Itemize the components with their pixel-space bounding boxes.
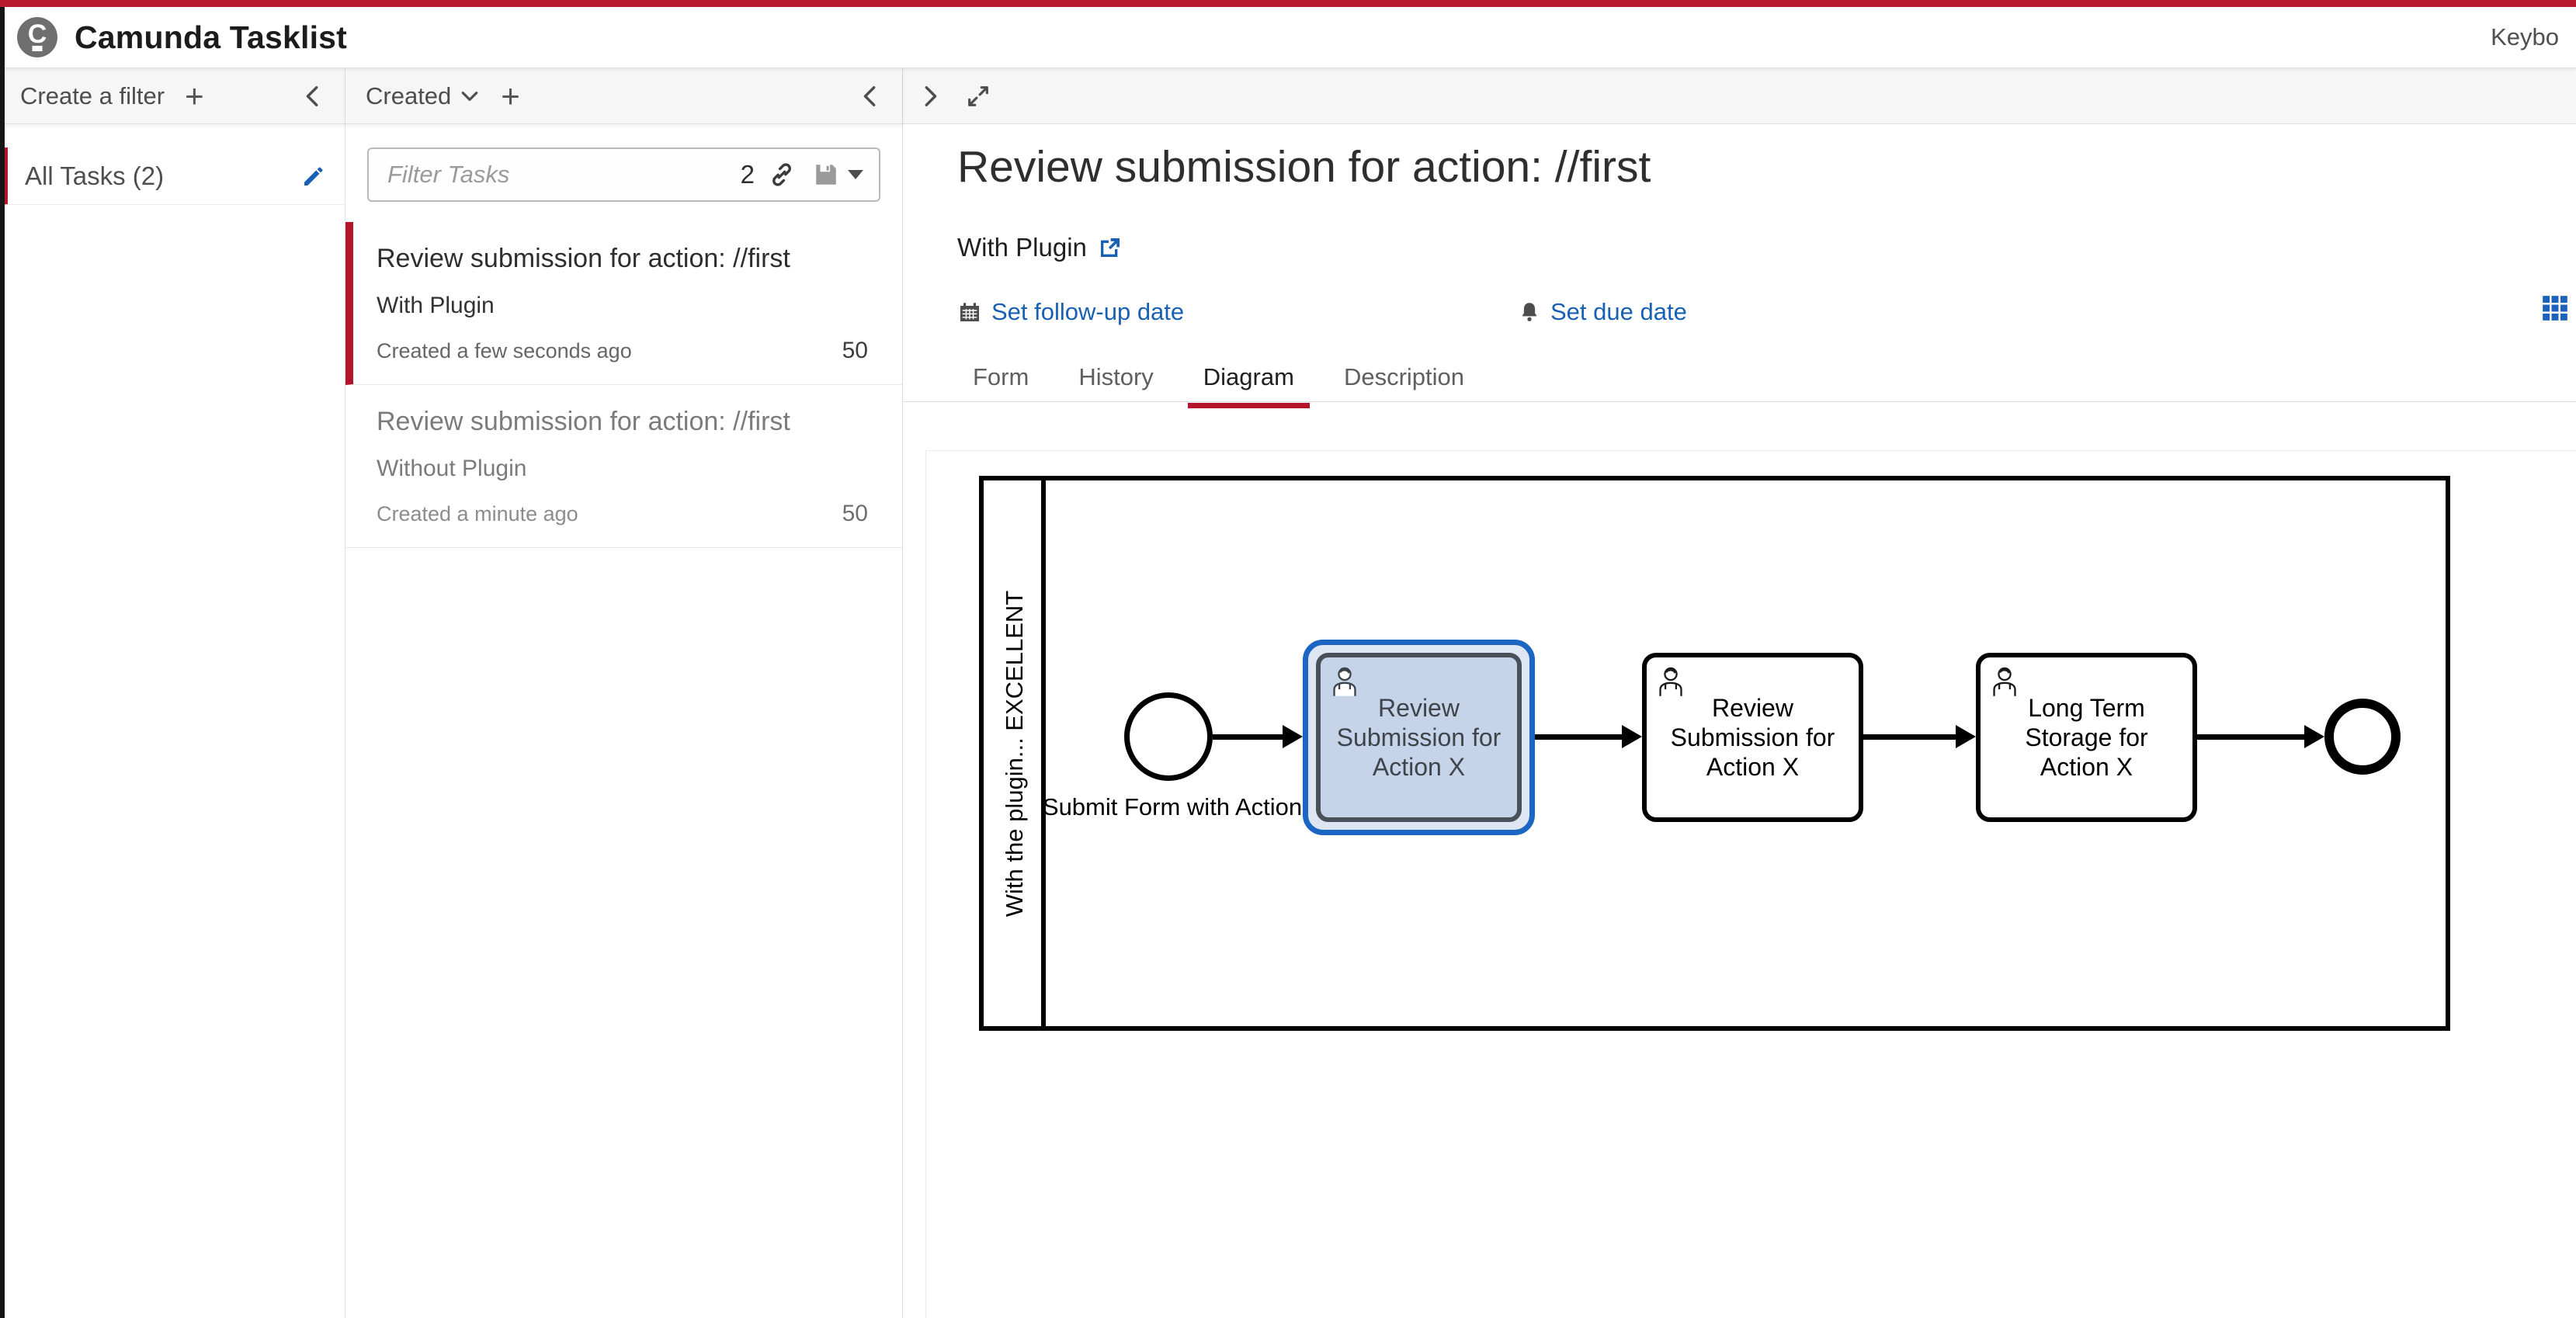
sequence-flow-arrowhead — [2304, 725, 2324, 748]
fullscreen-expand-icon[interactable] — [965, 83, 991, 109]
task-list-item[interactable]: Review submission for action: //first Wi… — [345, 222, 902, 385]
sort-by-created-label[interactable]: Created — [366, 82, 452, 109]
bpmn-pool-label-lane — [984, 480, 1046, 1026]
open-process-external-link-icon[interactable] — [1098, 235, 1123, 260]
detail-tabs: Form History Diagram Description — [957, 363, 1480, 408]
task-filter-row: 2 — [345, 124, 902, 222]
task-priority: 50 — [842, 501, 868, 526]
bpmn-end-event[interactable] — [2324, 699, 2401, 775]
keyboard-shortcuts-link[interactable]: Keybo — [2491, 23, 2559, 50]
bpmn-task-label: Review Submission for Action X — [1336, 694, 1502, 781]
screen-left-edge — [0, 7, 5, 1318]
filter-item-all-tasks[interactable]: All Tasks (2) — [0, 147, 345, 205]
sequence-flow-arrowhead — [1622, 725, 1642, 748]
set-follow-up-date-link[interactable]: Set follow-up date — [957, 298, 1184, 326]
set-due-date-label: Set due date — [1550, 298, 1687, 325]
set-due-date-link[interactable]: Set due date — [1518, 298, 1687, 326]
camunda-logo-dot — [32, 46, 43, 51]
collapse-tasklist-chevron-left-icon[interactable] — [859, 85, 882, 108]
save-filter-icon[interactable] — [812, 161, 840, 189]
create-filter-label[interactable]: Create a filter — [20, 82, 165, 109]
camunda-logo-letter: C — [27, 19, 47, 49]
bpmn-pool-label: With the plugin... EXCELLENT — [1001, 590, 1028, 917]
brand-top-bar — [0, 0, 2576, 7]
copy-link-icon[interactable] — [769, 161, 795, 188]
task-priority: 50 — [842, 338, 868, 363]
task-detail-title: Review submission for action: //first — [957, 142, 1651, 192]
sequence-flow-arrowhead — [1283, 725, 1303, 748]
create-filter-plus-button[interactable]: + — [185, 77, 204, 114]
filters-panel-header: Create a filter + — [0, 68, 345, 124]
filter-tasks-input[interactable] — [387, 161, 736, 189]
filters-panel: Create a filter + All Tasks (2) — [0, 68, 345, 1318]
task-meta-row: Created a few seconds ago 50 — [377, 338, 868, 364]
tab-form[interactable]: Form — [973, 363, 1029, 390]
edit-filter-pencil-icon[interactable] — [301, 164, 326, 189]
bpmn-task-label: Review Submission for Action X — [1670, 694, 1835, 781]
task-count: 2 — [740, 160, 755, 189]
sequence-flow-line — [2197, 734, 2304, 740]
task-created-time: Created a minute ago — [377, 502, 578, 525]
collapse-filters-chevron-left-icon[interactable] — [301, 85, 325, 108]
set-follow-up-date-label: Set follow-up date — [991, 298, 1185, 325]
tasks-panel: Created + 2 — [345, 68, 902, 1318]
task-process-name: Without Plugin — [377, 456, 527, 481]
process-definition-row: With Plugin — [957, 233, 1123, 262]
task-process-name: With Plugin — [377, 293, 495, 318]
bell-icon — [1518, 300, 1541, 324]
user-task-icon — [1987, 664, 2022, 699]
bpmn-task-label: Long Term Storage for Action X — [2025, 694, 2148, 781]
tabs-divider — [903, 401, 2576, 402]
calendar-icon — [957, 300, 982, 324]
bpmn-user-task-highlighted[interactable]: Review Submission for Action X — [1303, 640, 1535, 835]
task-meta-row: Created a minute ago 50 — [377, 501, 868, 527]
bpmn-user-task[interactable]: Review Submission for Action X — [1642, 653, 1863, 822]
sort-direction-chevron-down-icon[interactable] — [459, 85, 481, 107]
sequence-flow-line — [1213, 734, 1284, 740]
process-definition-name: With Plugin — [957, 233, 1087, 262]
task-title: Review submission for action: //first — [377, 407, 790, 436]
bpmn-user-task-shape: Review Submission for Action X — [1316, 653, 1522, 822]
task-filter-box: 2 — [367, 147, 880, 202]
bpmn-canvas[interactable]: With the plugin... EXCELLENT Submit Form… — [926, 451, 2576, 1318]
tab-history[interactable]: History — [1078, 363, 1154, 390]
app-title: Camunda Tasklist — [75, 19, 348, 55]
filter-item-label: All Tasks (2) — [25, 161, 165, 190]
date-actions-row: Set follow-up date Set due date — [903, 296, 2576, 332]
user-task-icon — [1653, 664, 1689, 699]
apps-grid-icon[interactable] — [2540, 293, 2570, 323]
tasks-panel-header: Created + — [345, 68, 902, 124]
tab-diagram[interactable]: Diagram — [1187, 363, 1311, 408]
app-header: C Camunda Tasklist Keybo — [0, 7, 2576, 68]
diagram-tab-content: With the plugin... EXCELLENT Submit Form… — [925, 450, 2576, 1318]
detail-body: Review submission for action: //first Wi… — [903, 124, 2576, 1318]
sequence-flow-line — [1863, 734, 1956, 740]
task-detail-panel: Review submission for action: //first Wi… — [902, 68, 2576, 1318]
task-created-time: Created a few seconds ago — [377, 339, 632, 362]
task-title: Review submission for action: //first — [377, 244, 790, 273]
task-list-item[interactable]: Review submission for action: //first Wi… — [345, 385, 902, 548]
sequence-flow-arrowhead — [1956, 725, 1976, 748]
sequence-flow-line — [1535, 734, 1622, 740]
bpmn-user-task[interactable]: Long Term Storage for Action X — [1976, 653, 2197, 822]
bpmn-start-event[interactable] — [1124, 692, 1213, 781]
camunda-logo[interactable]: C — [17, 17, 57, 57]
detail-toolbar — [903, 68, 2576, 124]
bpmn-start-event-label: Submit Form with Action — [1042, 793, 1303, 820]
collapse-detail-chevron-right-icon[interactable] — [918, 85, 942, 108]
user-task-icon — [1327, 664, 1363, 699]
save-filter-caret-down-icon[interactable] — [848, 170, 863, 179]
tab-description[interactable]: Description — [1343, 363, 1464, 390]
add-sort-plus-button[interactable]: + — [501, 77, 520, 114]
